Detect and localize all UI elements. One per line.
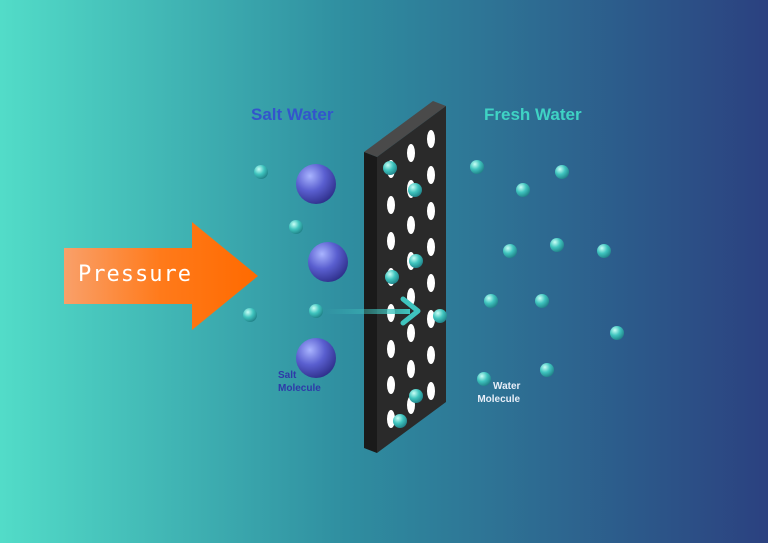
water-molecule <box>289 220 303 234</box>
water-molecule <box>470 160 484 174</box>
water-molecule-label: Water Molecule <box>477 380 520 406</box>
water-molecules <box>243 160 624 428</box>
membrane-top-edge <box>364 101 446 157</box>
membrane-face <box>377 106 446 453</box>
water-molecule <box>433 309 447 323</box>
membrane <box>364 101 446 453</box>
water-molecule <box>555 165 569 179</box>
water-molecule <box>408 183 422 197</box>
pressure-label: Pressure <box>78 262 192 287</box>
water-molecule <box>254 165 268 179</box>
water-molecule <box>597 244 611 258</box>
salt-water-label: Salt Water <box>251 105 334 124</box>
water-molecule <box>516 183 530 197</box>
water-molecule <box>393 414 407 428</box>
water-molecule <box>477 372 491 386</box>
salt-molecule <box>308 242 348 282</box>
flow-arrow <box>325 296 421 326</box>
water-molecule <box>409 254 423 268</box>
salt-molecule <box>296 338 336 378</box>
water-molecule <box>550 238 564 252</box>
water-molecule <box>383 161 397 175</box>
membrane-side-edge <box>364 152 377 453</box>
water-molecule <box>484 294 498 308</box>
water-molecule <box>503 244 517 258</box>
water-molecule <box>309 304 323 318</box>
water-molecule <box>535 294 549 308</box>
water-molecule <box>610 326 624 340</box>
water-molecule <box>243 308 257 322</box>
salt-molecule-label-line2: Molecule <box>278 383 321 394</box>
salt-molecule-label: Salt Molecule <box>278 369 321 395</box>
fresh-water-label: Fresh Water <box>484 105 582 124</box>
water-molecule <box>409 389 423 403</box>
salt-molecule <box>296 164 336 204</box>
salt-molecule-label-line1: Salt <box>278 370 297 381</box>
pressure-arrow <box>64 222 258 330</box>
water-molecule <box>540 363 554 377</box>
water-molecule <box>385 270 399 284</box>
water-molecule-label-line1: Water <box>493 381 521 392</box>
salt-molecules <box>296 164 348 378</box>
water-molecule-label-line2: Molecule <box>477 394 521 405</box>
